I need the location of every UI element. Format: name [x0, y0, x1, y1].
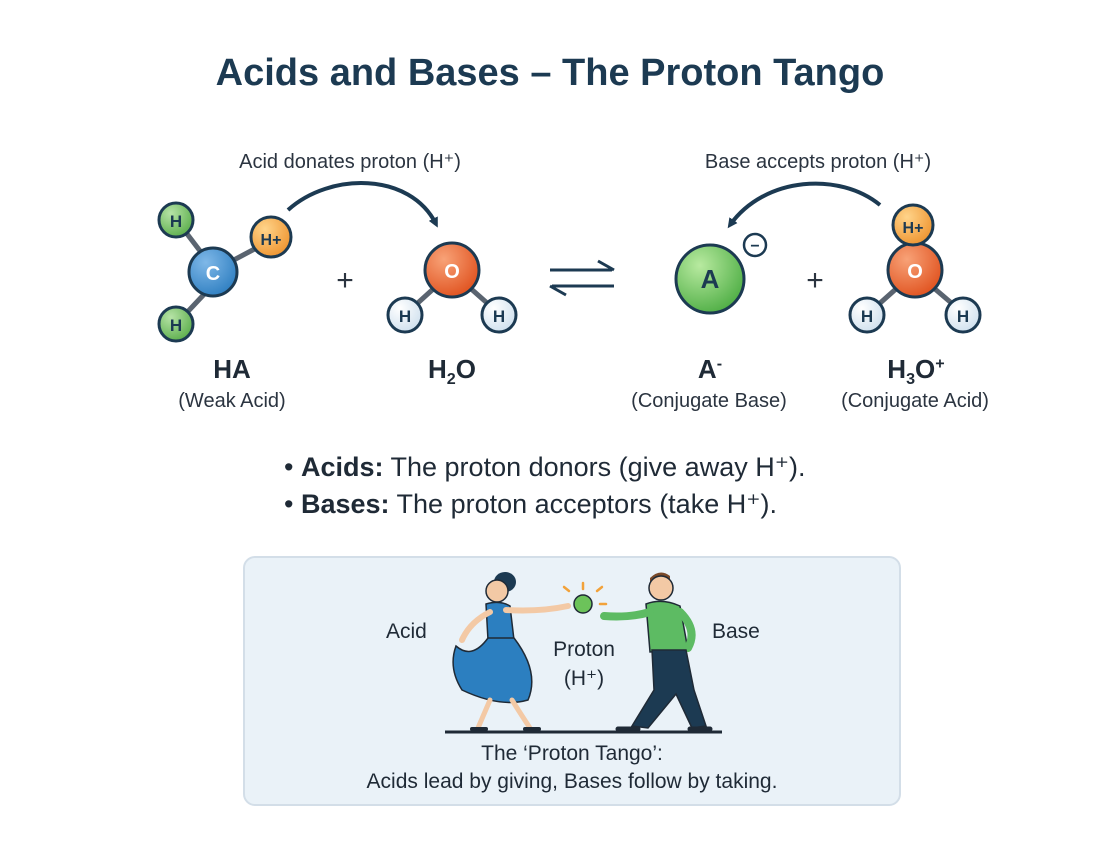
definition-text: The proton acceptors (take H⁺). [389, 489, 777, 519]
proton-symbol: H+ [903, 220, 924, 237]
definition-list: Acids: The proton donors (give away H⁺).… [284, 452, 1004, 526]
accept-arrow [727, 181, 882, 229]
species-name-weak-acid: (Weak Acid) [178, 390, 286, 412]
conjugate-base-ion: A − [674, 232, 768, 315]
formula-part: H [428, 354, 447, 384]
carbon-symbol: C [206, 263, 220, 285]
species-formula-ha: HA [213, 354, 251, 384]
ha-molecule: C H H H+ [157, 201, 293, 343]
formula-subscript: 2 [446, 370, 456, 389]
tango-caption-title: The ‘Proton Tango’: [481, 742, 663, 765]
hydrogen-atom [944, 296, 982, 334]
hydronium-ion: O H+ H H [848, 203, 982, 334]
oxygen-atom [423, 241, 481, 299]
tango-proton-symbol: (H⁺) [563, 667, 605, 690]
acid-dancer-figure [452, 572, 571, 731]
anion-atom [674, 243, 746, 315]
formula-subscript: 3 [906, 370, 916, 389]
species-formula-conjugate-acid: H3O+ [806, 354, 1026, 389]
anion-symbol: A [701, 264, 720, 294]
formula-part: A [697, 354, 717, 384]
tango-base-label: Base [712, 620, 760, 643]
proton-atom [891, 203, 935, 247]
plus-sign: + [336, 264, 354, 297]
proton-atom [249, 215, 293, 259]
hydrogen-atom [848, 296, 886, 334]
definition-term: Bases: [300, 489, 390, 519]
tango-caption-text: Acids lead by giving, Bases follow by ta… [366, 770, 778, 793]
formula-superscript: + [935, 354, 945, 373]
oxygen-symbol: O [907, 261, 923, 283]
hydrogen-atom [386, 296, 424, 334]
species-name-conjugate-base: (Conjugate Base) [631, 390, 787, 412]
hydrogen-atom [157, 305, 195, 343]
species-formula-water: H2O [342, 354, 562, 389]
water-molecule: O H H [386, 241, 518, 334]
hydrogen-symbol: H [399, 307, 411, 326]
species-formula-conjugate-base: A- [600, 354, 820, 385]
definition-item-bases: Bases: The proton acceptors (take H⁺). [284, 489, 1004, 520]
oxygen-symbol: O [444, 261, 460, 283]
proton-symbol: H+ [261, 232, 282, 249]
donate-arrow [286, 181, 438, 228]
accept-arrow-label: Base accepts proton (H⁺) [705, 151, 931, 173]
definition-text: The proton donors (give away H⁺). [383, 452, 806, 482]
definition-item-acids: Acids: The proton donors (give away H⁺). [284, 452, 1004, 483]
carbon-atom [187, 246, 239, 298]
base-dancer-figure [600, 572, 713, 732]
formula-part: O [915, 354, 936, 384]
tango-acid-label: Acid [386, 620, 427, 643]
proton-ball-icon [562, 581, 608, 614]
species-name-conjugate-acid: (Conjugate Acid) [841, 390, 989, 412]
formula-part: O [455, 354, 476, 384]
hydrogen-atom [480, 296, 518, 334]
hydrogen-symbol: H [957, 307, 969, 326]
definition-term: Acids: [300, 452, 384, 482]
page-title: Acids and Bases – The Proton Tango [215, 52, 885, 94]
tango-panel [243, 556, 901, 806]
hydrogen-atom [157, 201, 195, 239]
negative-charge-symbol: − [750, 238, 759, 255]
negative-charge-icon [742, 232, 768, 258]
equilibrium-arrows [549, 259, 615, 297]
hydrogen-symbol: H [861, 307, 873, 326]
hydrogen-symbol: H [170, 316, 182, 335]
plus-sign: + [806, 264, 824, 297]
formula-part: H [887, 354, 907, 384]
formula-superscript: - [716, 354, 723, 373]
donate-arrow-label: Acid donates proton (H⁺) [239, 151, 461, 173]
hydrogen-symbol: H [170, 212, 182, 231]
hydrogen-symbol: H [493, 307, 505, 326]
tango-proton-label: Proton [553, 638, 615, 661]
